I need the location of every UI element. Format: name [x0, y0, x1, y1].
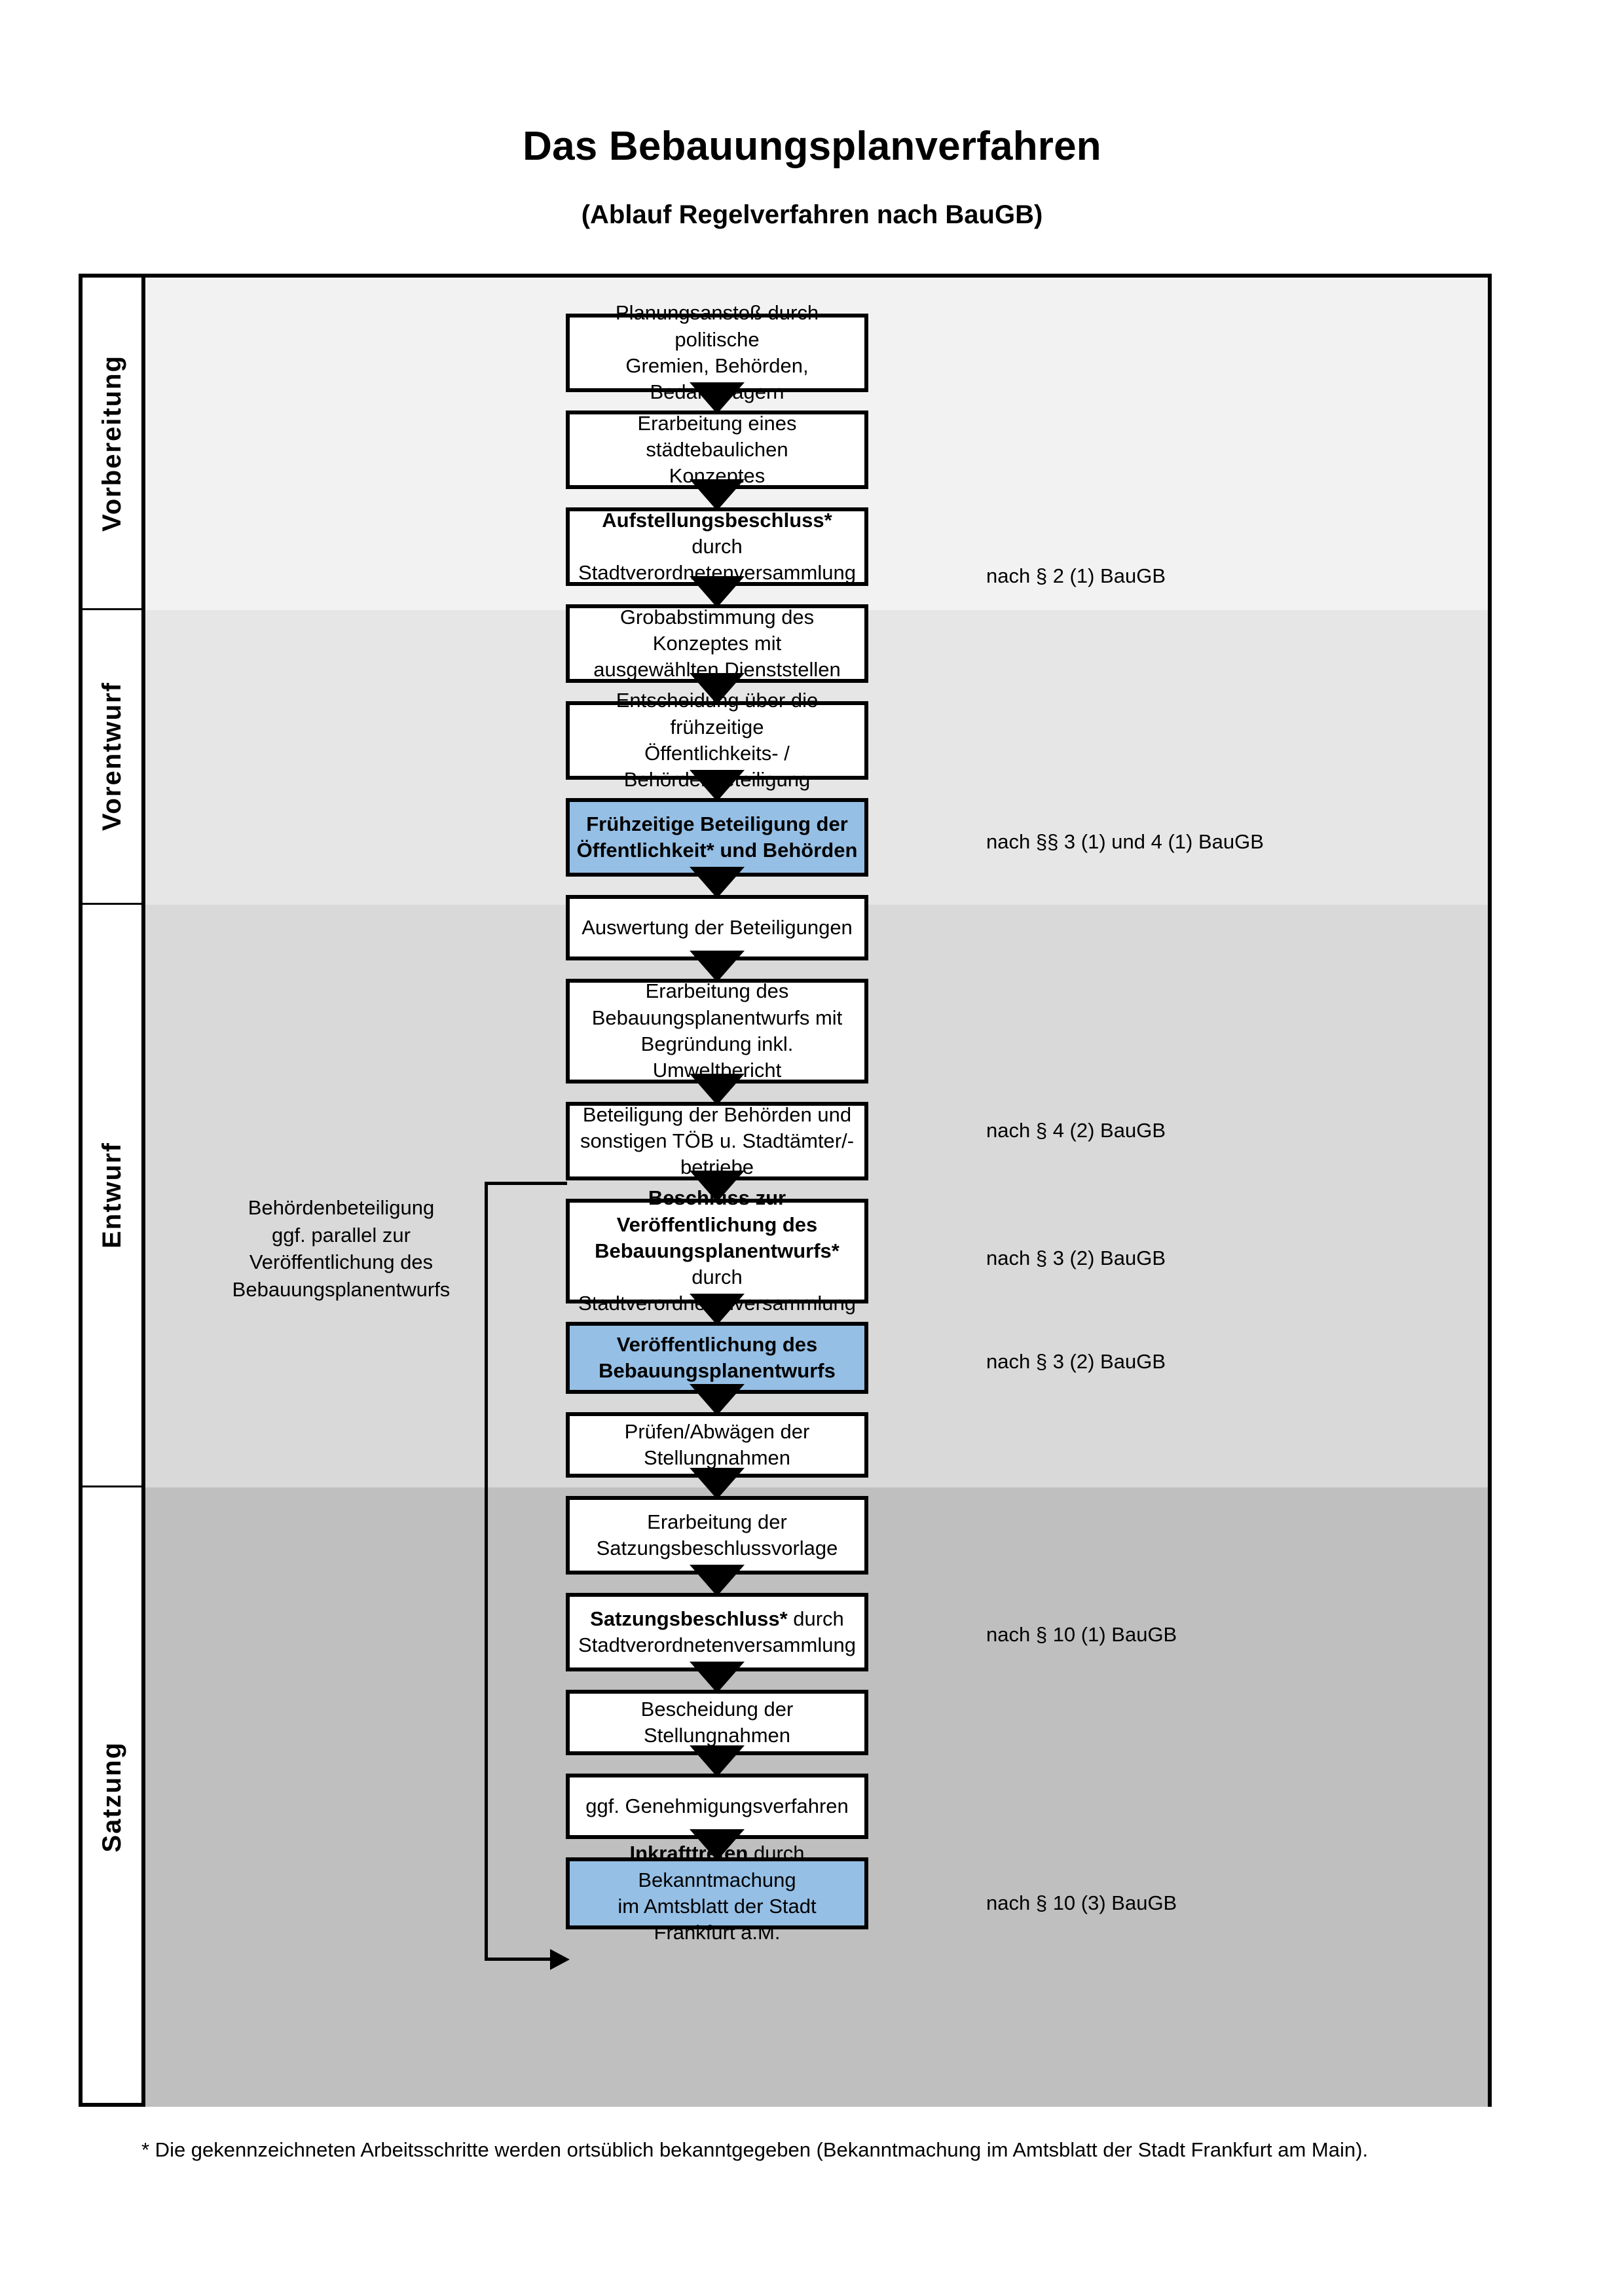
flow-arrow-icon	[690, 770, 745, 801]
loop-segment-bottom	[485, 1958, 553, 1961]
step-label: Auswertung der Beteiligungen	[581, 915, 853, 939]
loop-segment-vertical	[485, 1182, 488, 1961]
legal-note-par3-4-1: nach §§ 3 (1) und 4 (1) BauGB	[986, 830, 1264, 853]
phase-label-vorentwurf: Vorentwurf	[83, 610, 141, 905]
flowchart-frame: Vorbereitung Vorentwurf Entwurf Satzung …	[79, 274, 1492, 2107]
legal-note-par3-2-b: nach § 3 (2) BauGB	[986, 1350, 1166, 1373]
step-auswertung[interactable]: Auswertung der Beteiligungen	[566, 895, 868, 960]
flow-arrow-icon	[690, 576, 745, 608]
flow-arrow-icon	[690, 1074, 745, 1105]
legal-note-par10-3: nach § 10 (3) BauGB	[986, 1891, 1177, 1914]
phase-label-entwurf: Entwurf	[83, 905, 141, 1487]
flow-arrow-icon	[690, 1171, 745, 1202]
step-label-bold: Aufstellungsbeschluss*	[602, 508, 832, 532]
title-block: Das Bebauungsplanverfahren (Ablauf Regel…	[0, 124, 1624, 230]
loop-arrowhead-icon	[550, 1949, 570, 1970]
step-label: ggf. Genehmigungsverfahren	[585, 1794, 849, 1817]
phase-label-text: Vorentwurf	[97, 682, 126, 831]
step-label: Bescheidung der Stellungnahmen	[640, 1697, 794, 1747]
phase-label-vorbereitung: Vorbereitung	[83, 278, 141, 610]
flow-arrow-icon	[690, 1662, 745, 1693]
phase-label-text: Satzung	[97, 1741, 126, 1853]
legal-note-par4-2: nach § 4 (2) BauGB	[986, 1119, 1166, 1142]
flow-arrow-icon	[690, 1829, 745, 1861]
flow-arrow-icon	[690, 1294, 745, 1325]
step-bescheidung[interactable]: Bescheidung der Stellungnahmen	[566, 1690, 868, 1755]
flow-arrow-icon	[690, 673, 745, 704]
step-genehmigungsverfahren[interactable]: ggf. Genehmigungsverfahren	[566, 1774, 868, 1839]
flow-arrow-icon	[690, 1745, 745, 1777]
phase-label-column: Vorbereitung Vorentwurf Entwurf Satzung	[83, 278, 145, 2103]
flow-arrow-icon	[690, 951, 745, 982]
flow-arrow-icon	[690, 1565, 745, 1596]
legal-note-par10-1: nach § 10 (1) BauGB	[986, 1623, 1177, 1646]
flow-arrow-icon	[690, 382, 745, 414]
footnote: * Die gekennzeichneten Arbeitsschritte w…	[141, 2138, 1369, 2161]
loop-segment-top	[485, 1182, 567, 1185]
step-label: Prüfen/Abwägen der Stellungnahmen	[624, 1419, 810, 1469]
legal-note-par2: nach § 2 (1) BauGB	[986, 564, 1166, 587]
phase-label-text: Entwurf	[97, 1142, 126, 1248]
step-label-bold: Satzungsbeschluss*	[590, 1607, 788, 1630]
legal-note-par3-2-a: nach § 3 (2) BauGB	[986, 1247, 1166, 1269]
page-title: Das Bebauungsplanverfahren	[523, 124, 1101, 169]
flow-arrow-icon	[690, 1468, 745, 1499]
page-subtitle: (Ablauf Regelverfahren nach BauGB)	[581, 200, 1043, 230]
behoerdenbeteiligung-note: Behördenbeteiligung ggf. parallel zur Ve…	[232, 1196, 451, 1301]
flow-arrow-icon	[690, 479, 745, 511]
flow-arrow-icon	[690, 867, 745, 898]
phase-label-text: Vorbereitung	[97, 354, 126, 532]
phase-label-satzung: Satzung	[83, 1487, 141, 2107]
flow-arrow-icon	[690, 1384, 745, 1415]
